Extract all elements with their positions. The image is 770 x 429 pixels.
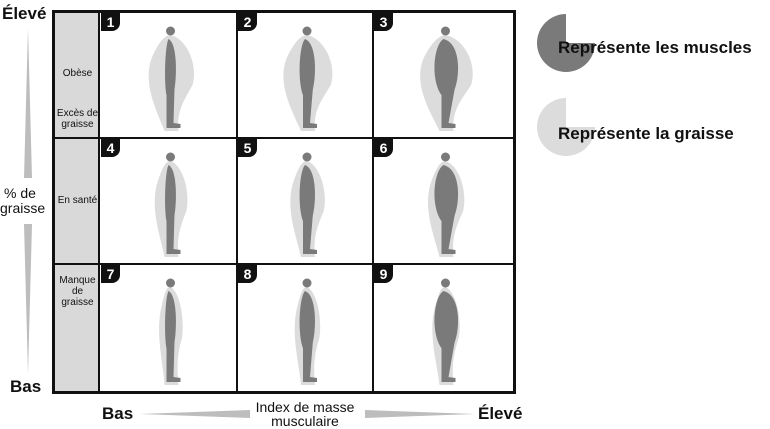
head-1 xyxy=(166,27,175,36)
body-figure-5 xyxy=(290,153,325,258)
head-5 xyxy=(303,153,312,162)
head-8 xyxy=(303,279,312,288)
body-figure-8 xyxy=(295,279,321,386)
head-4 xyxy=(166,153,175,162)
head-3 xyxy=(441,27,450,36)
x-axis-title: Index de masse musculaire xyxy=(230,400,380,428)
x-axis-right-label: Élevé xyxy=(478,404,522,424)
body-figure-1 xyxy=(149,27,194,132)
head-6 xyxy=(441,153,450,162)
head-2 xyxy=(303,27,312,36)
head-7 xyxy=(166,279,175,288)
body-figure-6 xyxy=(428,153,464,258)
x-axis-title-line2: musculaire xyxy=(230,414,380,428)
legend-muscle-label: Représente les muscles xyxy=(558,38,752,58)
body-figure-3 xyxy=(420,27,473,132)
body-figure-7 xyxy=(159,279,183,386)
legend-fat-label: Représente la graisse xyxy=(558,124,734,144)
body-figure-9 xyxy=(432,279,459,386)
body-figure-4 xyxy=(155,153,188,258)
x-axis-left-label: Bas xyxy=(102,404,133,424)
x-axis-title-line1: Index de masse xyxy=(230,400,380,414)
head-9 xyxy=(441,279,450,288)
body-figure-2 xyxy=(283,27,332,132)
